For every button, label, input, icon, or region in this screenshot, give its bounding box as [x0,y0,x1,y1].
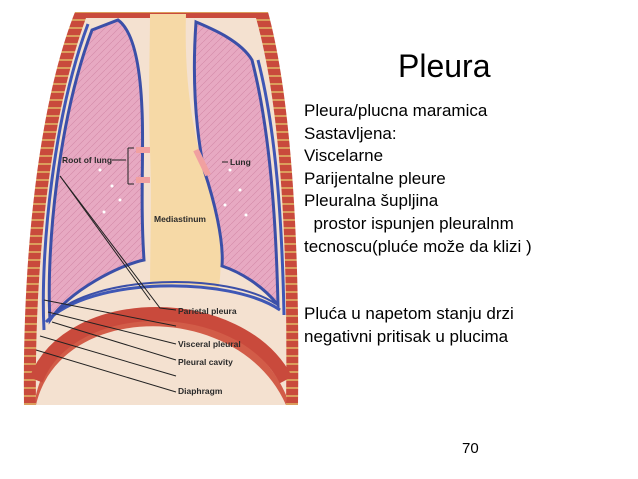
spacer [304,258,634,303]
body-line: prostor ispunjen pleuralnm [304,213,514,233]
body-line: negativni pritisak u plucima [304,326,509,346]
pleura-anatomy-figure: Root of lung Lung Mediastinum Parietal p… [23,12,299,405]
right-lung [192,19,280,310]
body-line: Viscelarne [304,146,384,166]
label-parietal-pleura: Parietal pleura [178,306,237,316]
mediastinum [149,14,221,290]
page-number: 70 [462,440,479,457]
label-visceral-pleura: Visceral pleural [178,339,241,349]
diaphragm [36,314,286,405]
body-line: tecnoscu(pluće može da klizi ) [304,236,532,256]
body-line: Parijentalne pleure [304,168,446,188]
slide-title: Pleura [398,48,491,84]
label-root-of-lung: Root of lung [62,155,112,165]
body-line: Pleura/plucna maramica [304,101,488,120]
slide-body: Pleura/plucna maramica Sastavljena: Visc… [304,100,634,348]
left-lung [47,18,146,325]
body-line: Sastavljena: [304,123,397,143]
label-pleural-cavity: Pleural cavity [178,357,233,367]
label-diaphragm: Diaphragm [178,386,223,396]
body-line: Pluća u napetom stanju drzi [304,304,514,324]
label-lung: Lung [230,157,251,167]
label-mediastinum: Mediastinum [154,214,206,224]
body-line: Pleuralna šupljina [304,191,439,211]
